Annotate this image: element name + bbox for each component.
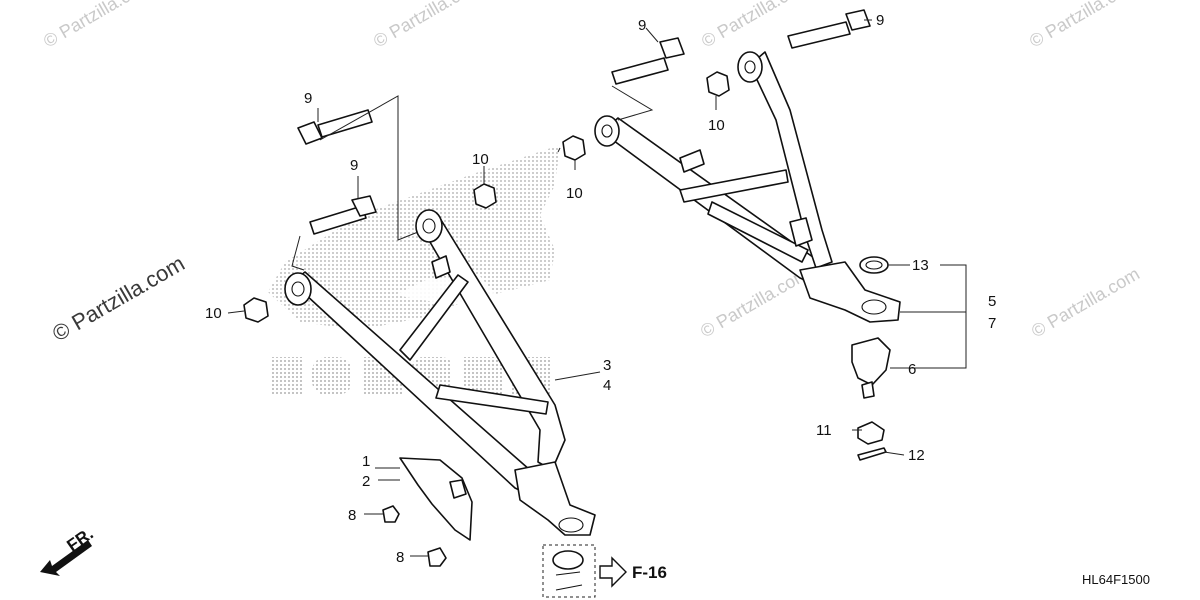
callout-5[interactable]: 5: [988, 293, 996, 310]
watermark-text: © Partzilla.com: [697, 263, 812, 341]
callout-3[interactable]: 3: [603, 357, 611, 374]
callout-9[interactable]: 9: [304, 90, 312, 107]
lower-arm-left: [284, 209, 596, 536]
watermark-text: © Partzilla.com: [48, 251, 189, 347]
callout-9[interactable]: 9: [876, 12, 884, 29]
reference-box: [542, 544, 596, 598]
arrow-left-down-icon: [40, 540, 92, 576]
callout-13[interactable]: 13: [912, 257, 929, 274]
callout-7[interactable]: 7: [988, 315, 996, 332]
watermark-text: © Partzilla.com: [1028, 263, 1143, 341]
watermark-text: © Partzilla.com: [370, 0, 485, 51]
callout-11[interactable]: 11: [816, 422, 832, 439]
callout-10[interactable]: 10: [472, 151, 489, 168]
upper-arm-right: [594, 51, 901, 323]
callout-10[interactable]: 10: [566, 185, 583, 202]
callout-12[interactable]: 12: [908, 447, 925, 464]
watermarks: © Partzilla.com © Partzilla.com © Partzi…: [40, 0, 1143, 346]
callout-2[interactable]: 2: [362, 473, 370, 490]
callout-6[interactable]: 6: [908, 361, 916, 378]
reference-label[interactable]: F-16: [632, 563, 667, 582]
callout-8[interactable]: 8: [348, 507, 356, 524]
flange-bolts: [297, 9, 871, 235]
diagram-code: HL64F1500: [1082, 572, 1150, 587]
front-marker-label: FR.: [63, 524, 96, 555]
hollow-arrow-right-icon: [599, 556, 627, 588]
leader-lines: [227, 19, 967, 557]
watermark-text: © Partzilla.com: [1026, 0, 1141, 51]
callout-1[interactable]: 1: [362, 453, 370, 470]
callout-10[interactable]: 10: [205, 305, 222, 322]
callout-8[interactable]: 8: [396, 549, 404, 566]
callout-9[interactable]: 9: [350, 157, 358, 174]
arm-guard: [382, 457, 473, 567]
flange-nuts: [243, 71, 730, 323]
callout-9[interactable]: 9: [638, 17, 646, 34]
callout-4[interactable]: 4: [603, 377, 611, 394]
callouts: 9 9 10 10 10 9 10 9 13 5 7 6 11 12 3 4 1…: [205, 12, 996, 566]
ball-joint-group: [851, 256, 891, 461]
watermark-text: © Partzilla.com: [40, 0, 155, 51]
callout-10[interactable]: 10: [708, 117, 725, 134]
